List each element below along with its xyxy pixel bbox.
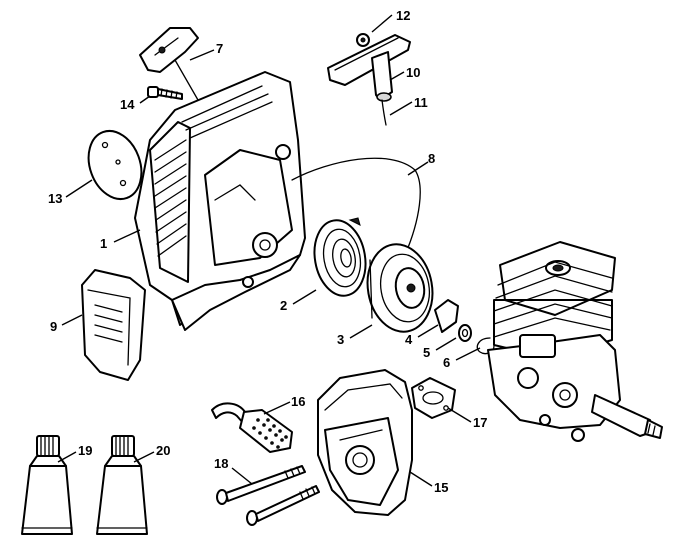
starter-grip xyxy=(139,27,199,101)
callout-10: 10 xyxy=(406,65,420,80)
screw xyxy=(147,86,183,100)
callout-9: 9 xyxy=(50,319,57,334)
gasket xyxy=(411,377,456,419)
grease-tube-20 xyxy=(96,435,148,535)
fan-housing xyxy=(134,71,306,331)
callout-1: 1 xyxy=(100,236,107,251)
callout-19: 19 xyxy=(78,443,92,458)
callout-7: 7 xyxy=(216,41,223,56)
callout-11: 11 xyxy=(414,95,428,110)
callout-6: 6 xyxy=(443,355,450,370)
engine-assembly xyxy=(487,241,663,442)
grease-tube-19 xyxy=(21,435,73,535)
washer xyxy=(458,324,472,342)
rope-rotor xyxy=(366,243,434,333)
rewind-spring xyxy=(313,217,367,297)
callout-14: 14 xyxy=(120,97,135,112)
callout-3: 3 xyxy=(337,332,344,347)
callout-18: 18 xyxy=(214,456,228,471)
muffler-screws xyxy=(216,465,320,526)
callout-13: 13 xyxy=(48,191,62,206)
callout-4: 4 xyxy=(405,332,413,347)
t-handle xyxy=(327,33,411,126)
muffler xyxy=(317,369,413,516)
callout-5: 5 xyxy=(423,345,430,360)
callout-15: 15 xyxy=(434,480,448,495)
callout-20: 20 xyxy=(156,443,170,458)
callout-12: 12 xyxy=(396,8,410,23)
callout-2: 2 xyxy=(280,298,287,313)
callout-8: 8 xyxy=(428,151,435,166)
pawl xyxy=(434,299,459,333)
callout-16: 16 xyxy=(291,394,305,409)
cover-plate xyxy=(87,130,143,200)
callout-17: 17 xyxy=(473,415,487,430)
spark-arrestor xyxy=(211,402,293,453)
leader-lines xyxy=(57,14,481,487)
exhaust-shield xyxy=(81,269,146,381)
callout-labels: 1 2 3 4 5 6 7 8 9 10 11 12 13 14 15 16 1… xyxy=(48,8,487,495)
